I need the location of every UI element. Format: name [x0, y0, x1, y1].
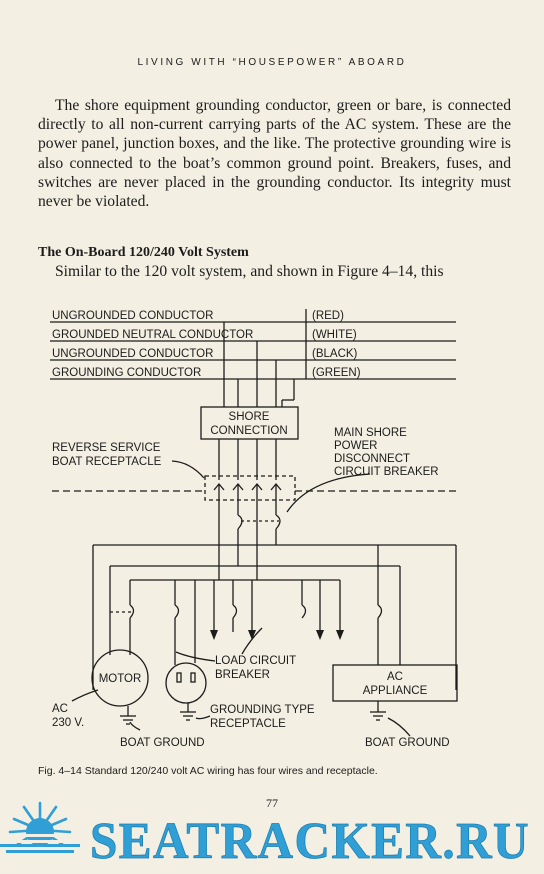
- conductor-1-name: UNGROUNDED CONDUCTOR: [52, 310, 213, 322]
- main-breaker-label-2: POWER: [334, 440, 377, 452]
- conductor-3-name: UNGROUNDED CONDUCTOR: [52, 348, 213, 360]
- main-breaker-label-4: CIRCUIT BREAKER: [334, 466, 439, 478]
- load-breaker-label-2: BREAKER: [215, 669, 270, 681]
- watermark-text: SEATRACKER.RU: [90, 813, 530, 870]
- receptacle-label-2: RECEPTACLE: [210, 718, 286, 730]
- appliance-label-2: APPLIANCE: [363, 685, 428, 697]
- reverse-service-label-2: BOAT RECEPTACLE: [52, 456, 162, 468]
- receptacle-label-1: GROUNDING TYPE: [210, 704, 315, 716]
- conductor-2-color: (WHITE): [312, 329, 357, 341]
- shore-connection-label-1: SHORE: [229, 411, 270, 423]
- load-breaker-label-1: LOAD CIRCUIT: [215, 655, 296, 667]
- figure-caption: Fig. 4–14 Standard 120/240 volt AC wirin…: [38, 765, 378, 777]
- seatracker-watermark: SEATRACKER.RU: [0, 801, 530, 870]
- motor-label: MOTOR: [99, 673, 142, 685]
- boat-ground-right: BOAT GROUND: [365, 737, 450, 749]
- reverse-service-label-1: REVERSE SERVICE: [52, 442, 161, 454]
- section-heading: The On-Board 120/240 Volt System: [38, 245, 249, 260]
- conductor-3-color: (BLACK): [312, 348, 358, 360]
- shore-connection-label-2: CONNECTION: [210, 425, 287, 437]
- conductor-4-name: GROUNDING CONDUCTOR: [52, 367, 201, 379]
- conductor-1-color: (RED): [312, 310, 344, 322]
- ac-label: AC: [52, 703, 68, 715]
- main-breaker-label-3: DISCONNECT: [334, 453, 410, 465]
- appliance-label-1: AC: [387, 671, 403, 683]
- boat-ground-left: BOAT GROUND: [120, 737, 205, 749]
- running-head: LIVING WITH “HOUSEPOWER” ABOARD: [137, 57, 407, 68]
- wiring-diagram: UNGROUNDED CONDUCTOR (RED) GROUNDED NEUT…: [50, 309, 458, 749]
- main-breaker-label-1: MAIN SHORE: [334, 427, 407, 439]
- conductor-4-color: (GREEN): [312, 367, 361, 379]
- voltage-label: 230 V.: [52, 717, 84, 729]
- body-paragraph: The shore equipment grounding conductor,…: [38, 97, 511, 211]
- sun-logo-icon: [0, 801, 80, 853]
- page-number: 77: [266, 796, 278, 810]
- conductor-2-name: GROUNDED NEUTRAL CONDUCTOR: [52, 329, 253, 341]
- intro-line: Similar to the 120 volt system, and show…: [55, 263, 444, 280]
